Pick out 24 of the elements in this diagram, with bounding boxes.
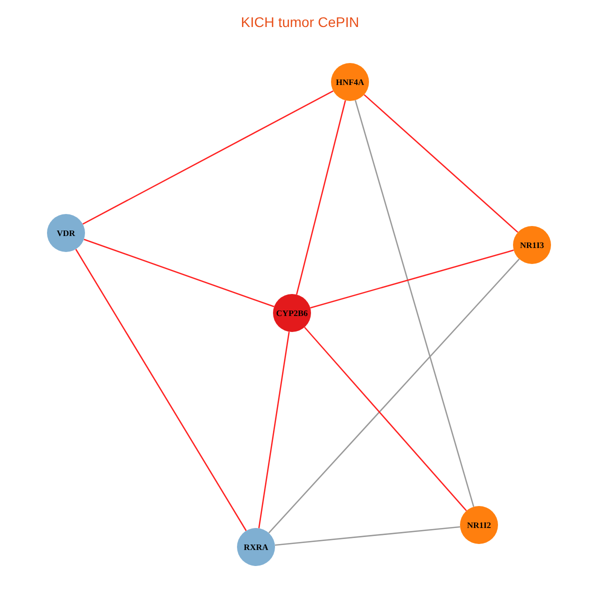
chart-title: KICH tumor CePIN xyxy=(240,14,360,30)
network-edge xyxy=(258,332,290,528)
gene-node xyxy=(237,528,275,566)
gene-node xyxy=(460,506,498,544)
network-edge xyxy=(310,250,514,308)
gene-node xyxy=(331,63,369,101)
network-edge xyxy=(84,238,274,308)
gene-label: RXRA xyxy=(244,542,268,552)
gene-node xyxy=(273,294,311,332)
gene-label: CYP2B6 xyxy=(276,308,308,318)
network-edge xyxy=(75,248,247,532)
network-edge xyxy=(354,100,474,507)
network-edge xyxy=(364,94,518,233)
network-edge xyxy=(82,90,334,225)
gene-node xyxy=(513,226,551,264)
gene-label: NR1I3 xyxy=(520,240,544,250)
network-edge xyxy=(274,526,460,546)
network-edge xyxy=(304,326,467,512)
network-edge xyxy=(296,100,346,295)
network-edge xyxy=(268,258,520,534)
gene-label: NR1I2 xyxy=(466,520,492,530)
gene-label: HNF4A xyxy=(336,77,364,87)
gene-node xyxy=(47,214,85,252)
gene-label: VDR xyxy=(56,228,76,238)
